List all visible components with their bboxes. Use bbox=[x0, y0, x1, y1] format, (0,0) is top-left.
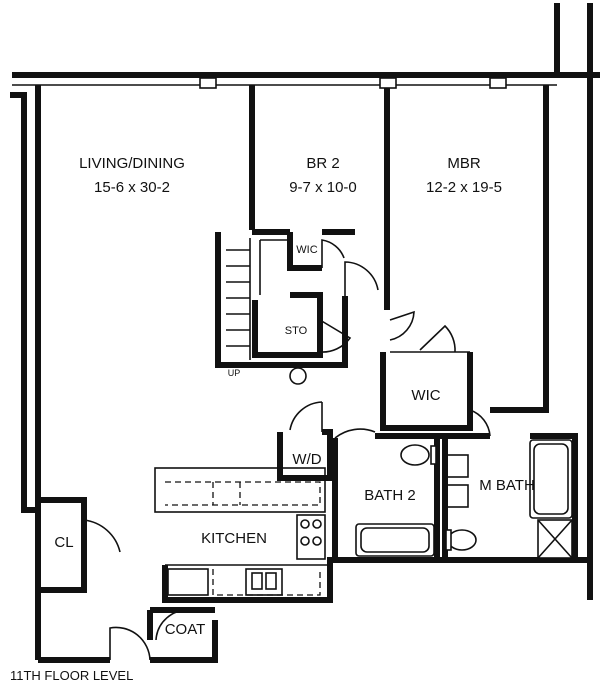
br2-dims: 9-7 x 10-0 bbox=[289, 179, 357, 196]
br2-label: BR 2 bbox=[306, 155, 339, 172]
wd-label: W/D bbox=[292, 451, 321, 468]
wic-label: WIC bbox=[411, 387, 440, 404]
wic-master bbox=[380, 351, 473, 431]
mbath-area bbox=[437, 433, 578, 560]
mbr-dims: 12-2 x 19-5 bbox=[426, 179, 502, 196]
coat-closet bbox=[147, 607, 215, 640]
doors bbox=[83, 261, 491, 661]
kitchen-label: KITCHEN bbox=[201, 530, 267, 547]
exterior-walls bbox=[10, 3, 600, 663]
stair-core bbox=[215, 229, 355, 385]
kitchen-area bbox=[154, 467, 330, 596]
cl-label: CL bbox=[54, 534, 73, 551]
windows bbox=[199, 77, 507, 89]
living-dining-dims: 15-6 x 30-2 bbox=[94, 179, 170, 196]
floor-level-label: 11TH FLOOR LEVEL bbox=[10, 668, 133, 683]
up-label: UP bbox=[228, 368, 241, 378]
wic-small-label: WIC bbox=[296, 244, 317, 256]
mbr-label: MBR bbox=[447, 155, 481, 172]
mbath-label: M BATH bbox=[479, 477, 535, 494]
living-dining-label: LIVING/DINING bbox=[79, 155, 185, 172]
bath2-label: BATH 2 bbox=[364, 487, 415, 504]
washer-dryer bbox=[277, 429, 333, 481]
sto-label: STO bbox=[285, 325, 308, 337]
coat-label: COAT bbox=[165, 621, 206, 638]
closet-cl bbox=[38, 497, 87, 593]
wic-small bbox=[287, 232, 345, 271]
